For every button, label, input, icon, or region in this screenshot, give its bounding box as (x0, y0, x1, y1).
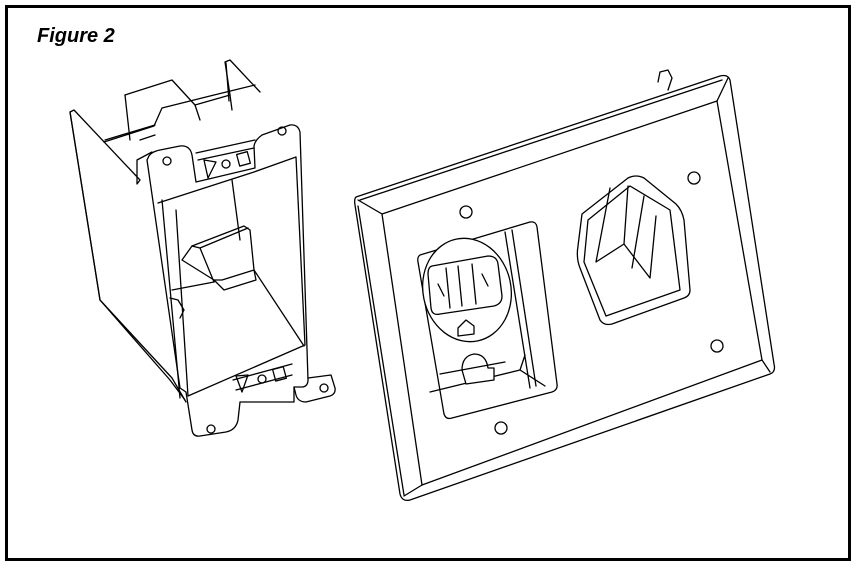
electrical-box-drawing (69, 59, 336, 437)
wall-plate-drawing (354, 69, 776, 502)
figure-title: Figure 2 (37, 25, 115, 47)
